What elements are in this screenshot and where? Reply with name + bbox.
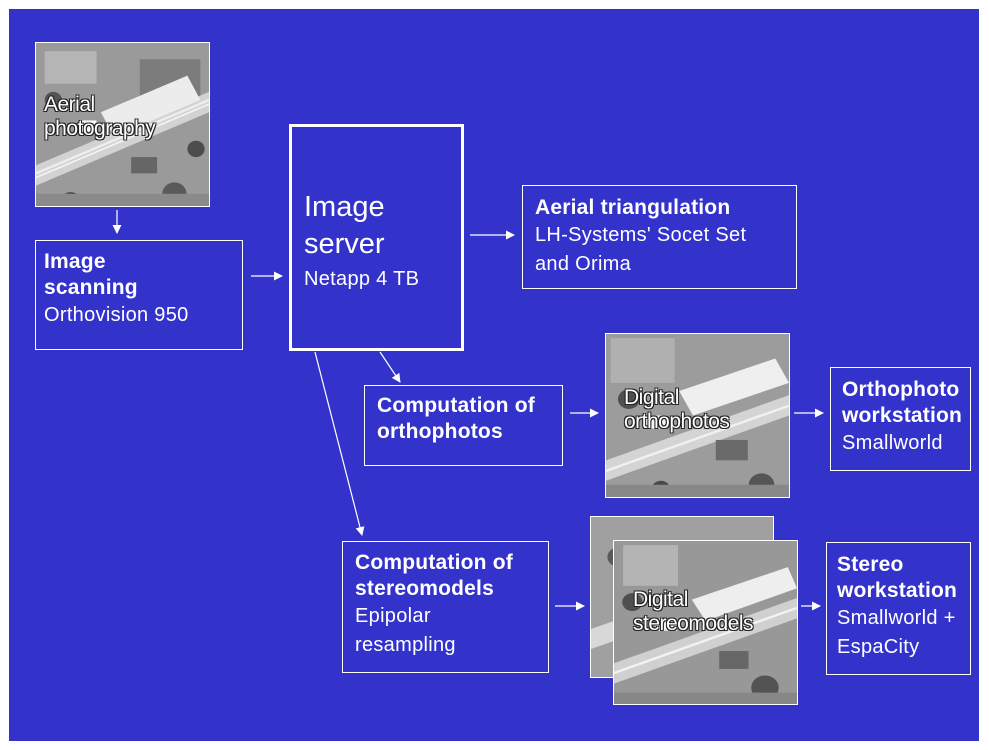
orthophoto-workstation-title: Orthophoto workstation	[842, 378, 963, 427]
connector-arrows	[112, 210, 824, 611]
arrow-server-to-orthophotos	[379, 351, 401, 383]
stereo-workstation-detail: Smallworld + EspaCity	[837, 607, 956, 658]
image-scanning-box: Image scanning Orthovision 950	[35, 240, 243, 350]
aerial-photo-image	[36, 43, 209, 206]
digital-stereomodels-image	[614, 541, 797, 704]
computation-orthophotos-box: Computation of orthophotos	[364, 385, 563, 466]
digital-orthophotos-photo: Digital orthophotos	[605, 333, 790, 498]
slide-canvas: Aerial photography Image scanning Orthov…	[9, 9, 979, 741]
image-server-title: Image server	[304, 191, 385, 260]
image-server-box: Image server Netapp 4 TB	[289, 124, 464, 351]
computation-orthophotos-title: Computation of orthophotos	[377, 394, 535, 443]
orthophoto-workstation-detail: Smallworld	[842, 432, 943, 454]
arrow-server-to-stereomodels	[314, 351, 365, 536]
aerial-triangulation-box: Aerial triangulation LH-Systems' Socet S…	[522, 185, 797, 289]
image-server-detail: Netapp 4 TB	[304, 268, 420, 290]
orthophoto-workstation-box: Orthophoto workstation Smallworld	[830, 367, 971, 471]
stereo-workstation-box: Stereo workstation Smallworld + EspaCity	[826, 542, 971, 675]
image-scanning-title: Image scanning	[44, 250, 138, 299]
digital-stereomodels-photo	[613, 540, 798, 705]
digital-stereomodels-caption-holder: Digital stereomodels	[590, 516, 796, 703]
computation-stereomodels-detail: Epipolar resampling	[355, 605, 456, 656]
computation-stereomodels-box: Computation of stereomodels Epipolar res…	[342, 541, 549, 673]
digital-orthophotos-caption: Digital orthophotos	[624, 386, 730, 433]
image-scanning-detail: Orthovision 950	[44, 304, 189, 326]
stereo-workstation-title: Stereo workstation	[837, 553, 958, 602]
aerial-triangulation-detail: LH-Systems' Socet Set and Orima	[535, 224, 747, 275]
aerial-photo-caption: Aerial photography	[44, 93, 156, 140]
digital-orthophotos-image	[606, 334, 789, 497]
digital-stereomodels-caption: Digital stereomodels	[633, 588, 754, 635]
aerial-photo: Aerial photography	[35, 42, 210, 207]
computation-stereomodels-title: Computation of stereomodels	[355, 551, 513, 600]
aerial-triangulation-title: Aerial triangulation	[535, 196, 731, 219]
